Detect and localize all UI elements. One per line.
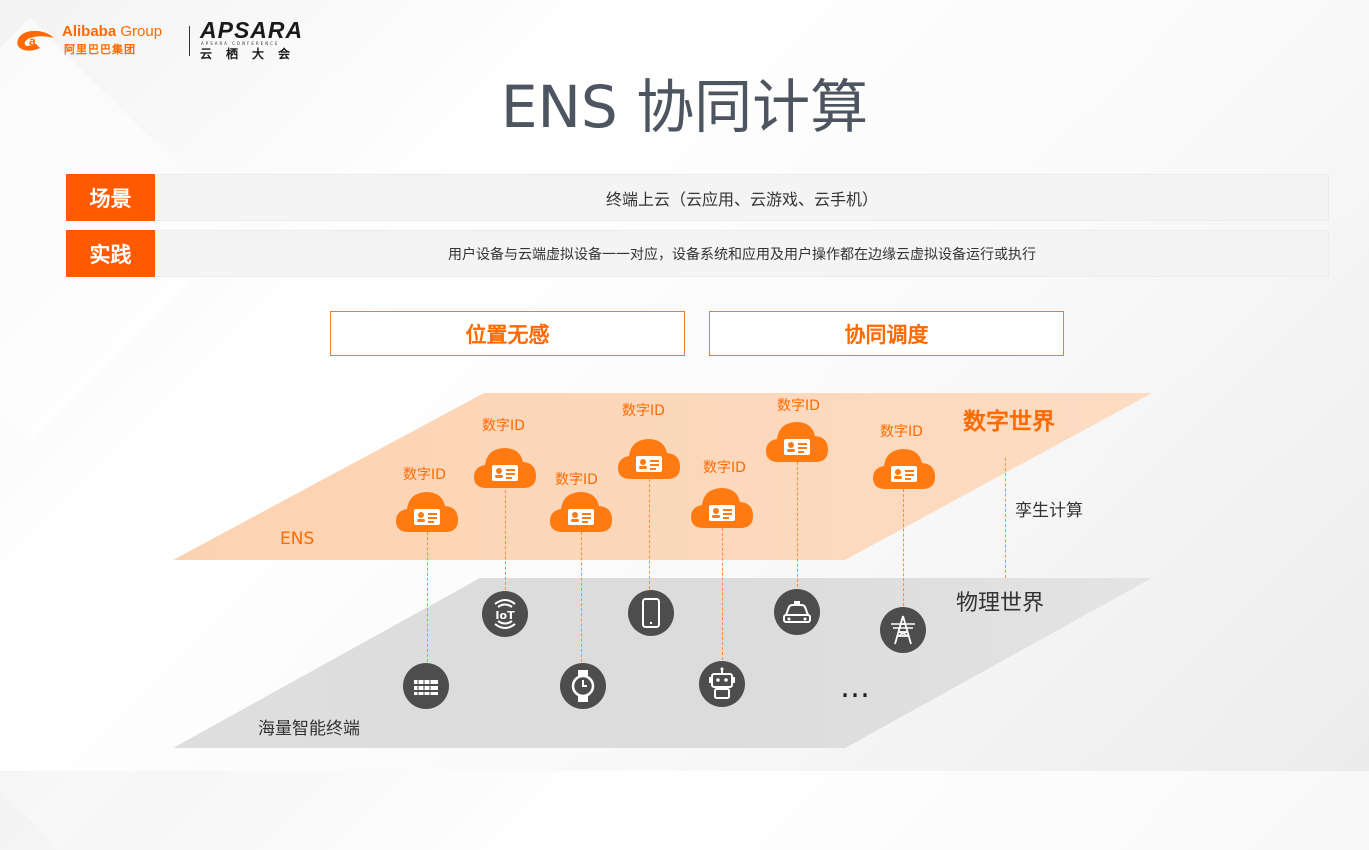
robot-icon	[699, 661, 745, 707]
ens-label: ENS	[280, 529, 315, 549]
cloud-id-icon	[550, 492, 612, 532]
twin-connector-line	[1005, 458, 1006, 578]
cloud-id-icon	[691, 488, 753, 528]
alibaba-logo-icon: a	[17, 30, 54, 51]
cloud-id-icon	[618, 439, 680, 479]
digital-id-label: 数字ID	[622, 403, 665, 419]
connector-line	[722, 528, 723, 660]
apsara-subtitle: APSARA CONFERENCE	[201, 41, 280, 46]
cloud-id-icon	[396, 492, 458, 532]
digital-id-label: 数字ID	[403, 467, 446, 483]
location-agnostic-box: 位置无感	[330, 311, 685, 356]
practice-label: 实践	[66, 230, 155, 277]
more-devices-ellipsis: …	[840, 670, 870, 705]
digital-id-label: 数字ID	[703, 460, 746, 476]
car-icon	[774, 589, 820, 635]
smart-terminals-label: 海量智能终端	[258, 719, 360, 739]
digital-id-label: 数字ID	[880, 424, 923, 440]
digital-id-label: 数字ID	[482, 418, 525, 434]
svg-text:a: a	[29, 34, 36, 48]
connector-line	[505, 490, 506, 590]
connector-line	[427, 532, 428, 662]
svg-text:IoT: IoT	[495, 609, 515, 622]
digital-world-label: 数字世界	[963, 409, 1055, 435]
physical-world-label: 物理世界	[956, 591, 1045, 616]
digital-id-label: 数字ID	[777, 398, 820, 414]
smartphone-icon	[628, 590, 674, 636]
apsara-cn-wordmark: 云栖大会	[200, 47, 305, 61]
cloud-id-icon	[873, 449, 935, 489]
practice-text: 用户设备与云端虚拟设备一一对应，设备系统和应用及用户操作都在边缘云虚拟设备运行或…	[155, 230, 1329, 277]
connector-line	[903, 489, 904, 606]
scenario-label: 场景	[66, 174, 155, 221]
cloud-id-icon	[766, 422, 828, 462]
logo-divider	[189, 26, 190, 56]
page-title: ENS 协同计算	[500, 73, 869, 141]
alibaba-wordmark: Alibaba Group	[62, 23, 163, 40]
connector-line	[797, 462, 798, 587]
apsara-wordmark: APSARA	[200, 17, 304, 43]
server-rack-icon	[403, 663, 449, 709]
scenario-text: 终端上云（云应用、云游戏、云手机）	[155, 174, 1329, 221]
digital-id-label: 数字ID	[555, 472, 598, 488]
alibaba-cn-wordmark: 阿里巴巴集团	[64, 43, 136, 56]
cloud-id-icon	[474, 448, 536, 488]
world-planes	[173, 393, 1152, 748]
twin-computing-label: 孪生计算	[1015, 501, 1083, 521]
collaborative-scheduling-box: 协同调度	[709, 311, 1064, 356]
connector-line	[581, 532, 582, 662]
iot-icon: IoT	[482, 591, 528, 637]
connector-line	[649, 479, 650, 589]
power-tower-icon	[880, 607, 926, 653]
smartwatch-icon	[560, 663, 606, 709]
